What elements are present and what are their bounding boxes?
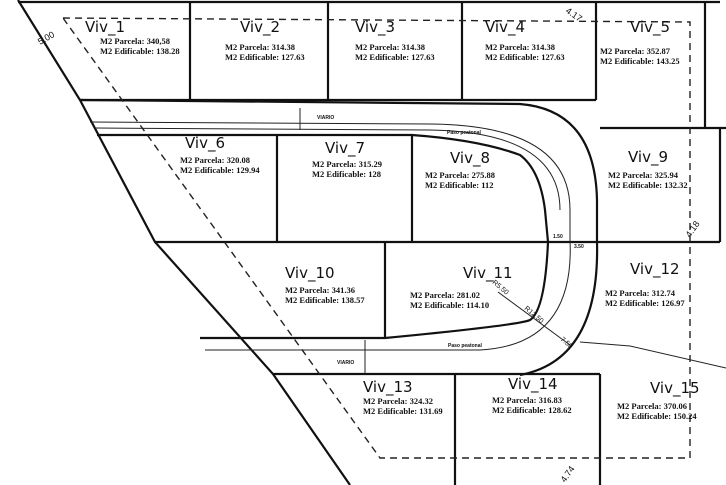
lot-name: Viv_9	[628, 148, 668, 167]
lot-edificable: M2 Edificable: 127.63	[355, 52, 435, 62]
lot-parcela: M2 Parcela: 352.87	[600, 46, 671, 56]
lot-name: Viv_11	[463, 264, 513, 283]
lot-edificable: M2 Edificable: 129.94	[180, 165, 260, 175]
road-line	[89, 121, 571, 240]
lot-name: Viv_3	[355, 18, 395, 37]
lot-name: Viv_13	[363, 378, 413, 397]
lot-edificable: M2 Edificable: 127.63	[485, 52, 565, 62]
lot-name: Viv_1	[85, 18, 125, 37]
lot-name: Viv_7	[325, 139, 365, 158]
lot-parcela: M2 Parcela: 275.88	[425, 170, 495, 180]
lot-edificable: M2 Edificable: 128.62	[492, 405, 572, 415]
lot-parcela: M2 Parcela: 341.36	[285, 285, 355, 295]
viario-top-label: VIARIO	[317, 115, 334, 121]
lot-parcela: M2 Parcela: 314.38	[355, 42, 425, 52]
lot-parcela: M2 Parcela: 320.08	[180, 155, 250, 165]
paso-bottom-label: Paso peatonal	[448, 343, 483, 349]
lot-edificable: M2 Edificable: 112	[425, 180, 493, 190]
lot-name: Viv_6	[185, 134, 225, 153]
lot-parcela: M2 Parcela: 314.38	[225, 42, 295, 52]
road-inner-edge	[97, 133, 550, 243]
radius-line	[497, 291, 571, 346]
lot-parcela: M2 Parcela: 370.06	[617, 401, 687, 411]
lot-edificable: M2 Edificable: 132.32	[608, 180, 688, 190]
footpath-line-lower	[205, 239, 571, 351]
dim-width: 7.50	[559, 336, 574, 350]
dim-right: 4.18	[683, 219, 701, 239]
dim-bottom: 4.74	[558, 464, 576, 484]
lot-edificable: M2 Edificable: 150.24	[617, 411, 697, 421]
lot-name: Viv_10	[285, 264, 335, 283]
lot-parcela: M2 Parcela: 325.94	[608, 170, 679, 180]
lot-name: Viv_2	[240, 18, 280, 37]
lot-parcela: M2 Parcela: 315.29	[312, 159, 382, 169]
road-outer-edge	[79, 98, 599, 242]
lot-edificable: M2 Edificable: 114.10	[410, 300, 489, 310]
lot-parcela: M2 Parcela: 312.74	[605, 288, 676, 298]
dim-w2: 3.50	[574, 244, 584, 250]
lot-edificable: M2 Edificable: 131.69	[363, 406, 443, 416]
viario-bottom-label: VIARIO	[337, 360, 354, 366]
lot-parcela: M2 Parcela: 314.38	[485, 42, 555, 52]
lot-edificable: M2 Edificable: 138.28	[100, 46, 180, 56]
lot-name: Viv_8	[450, 149, 490, 168]
road-curve	[519, 241, 599, 377]
lot-name: Viv_5	[630, 18, 670, 37]
lot-edificable: M2 Edificable: 128	[312, 169, 381, 179]
lot-edificable: M2 Edificable: 126.97	[605, 298, 685, 308]
footpath-line	[94, 127, 561, 211]
lot-name: Viv_4	[485, 18, 525, 37]
road-inner-edge-lower	[200, 241, 550, 340]
lot-parcela: M2 Parcela: 324.32	[363, 396, 433, 406]
paso-top-label: Paso peatonal	[447, 130, 482, 136]
lot-parcela: M2 Parcela: 340,58	[100, 36, 170, 46]
lot-parcela: M2 Parcela: 281.02	[410, 290, 480, 300]
lot-edificable: M2 Edificable: 138.57	[285, 295, 365, 305]
lot-name: Viv_14	[508, 375, 558, 394]
lot-name: Viv_15	[650, 379, 700, 398]
lot-divider	[579, 341, 726, 369]
setback-line	[62, 17, 691, 459]
lot-edificable: M2 Edificable: 127.63	[225, 52, 305, 62]
dim-w1: 1.50	[553, 234, 563, 240]
lot-parcela: M2 Parcela: 316.83	[492, 395, 562, 405]
lot-name: Viv_12	[630, 260, 680, 279]
lot-edificable: M2 Edificable: 143.25	[600, 56, 680, 66]
